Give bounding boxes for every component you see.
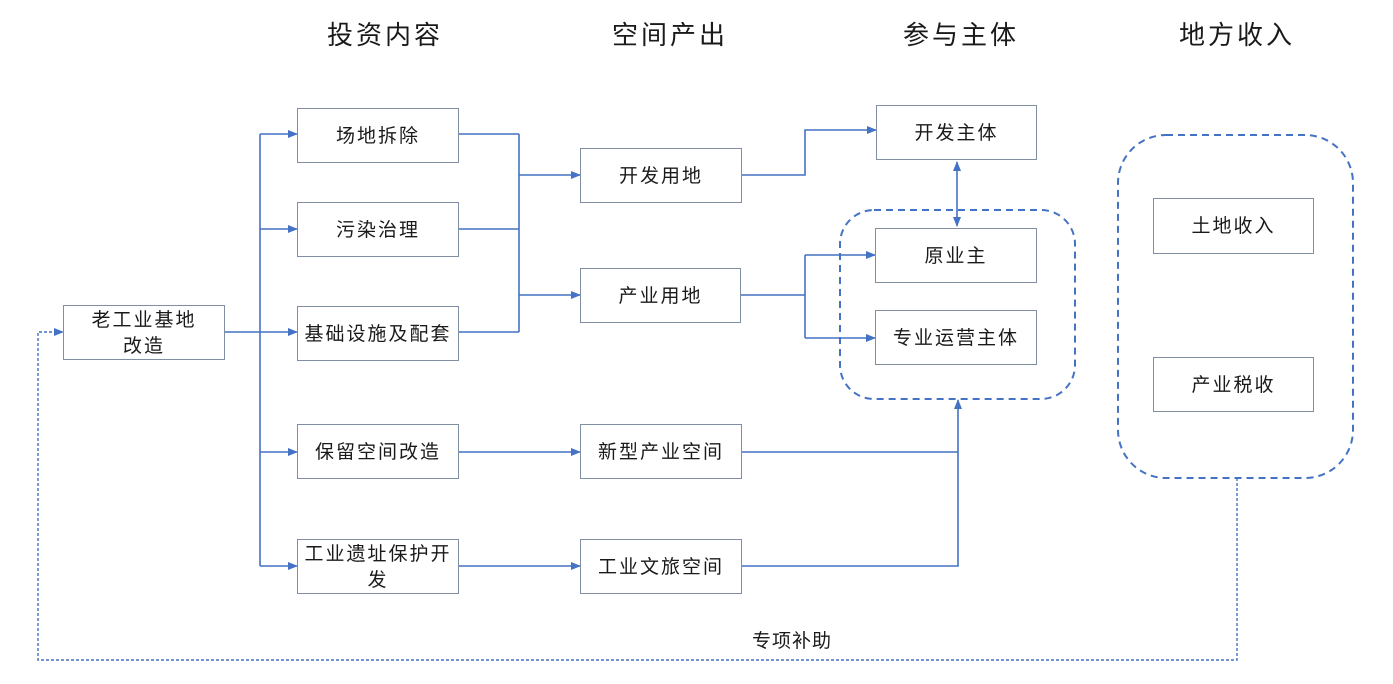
node-retained-space: 保留空间改造 xyxy=(297,424,459,479)
node-heritage-protection: 工业遗址保护开发 xyxy=(297,539,459,594)
node-infrastructure: 基础设施及配套 xyxy=(297,306,459,361)
node-land-income: 土地收入 xyxy=(1153,198,1314,254)
node-industrial-tax: 产业税收 xyxy=(1153,357,1314,412)
node-industrial-land: 产业用地 xyxy=(580,268,741,323)
node-developer: 开发主体 xyxy=(876,105,1037,160)
node-professional-operator: 专业运营主体 xyxy=(875,310,1037,365)
header-participants: 参与主体 xyxy=(902,21,1019,51)
node-new-industrial-space: 新型产业空间 xyxy=(580,424,742,479)
edge-subsidy-loop xyxy=(37,328,1238,661)
node-site-demolition: 场地拆除 xyxy=(297,108,459,163)
header-revenue: 地方收入 xyxy=(1178,21,1295,51)
node-original-owner: 原业主 xyxy=(875,228,1037,283)
subsidy-label: 专项补助 xyxy=(752,630,833,652)
header-investment: 投资内容 xyxy=(326,21,443,51)
header-space: 空间产出 xyxy=(611,21,728,51)
participant-group-outline xyxy=(839,209,1076,400)
node-development-land: 开发用地 xyxy=(580,148,742,203)
revenue-group-outline xyxy=(1117,134,1354,479)
node-pollution-treatment: 污染治理 xyxy=(297,202,459,257)
edge-culture-to-group xyxy=(742,399,962,567)
node-cultural-tourism-space: 工业文旅空间 xyxy=(580,539,742,594)
edge-dev-land-to-developer xyxy=(742,126,877,176)
node-old-industrial-base: 老工业基地改造 xyxy=(63,305,225,360)
